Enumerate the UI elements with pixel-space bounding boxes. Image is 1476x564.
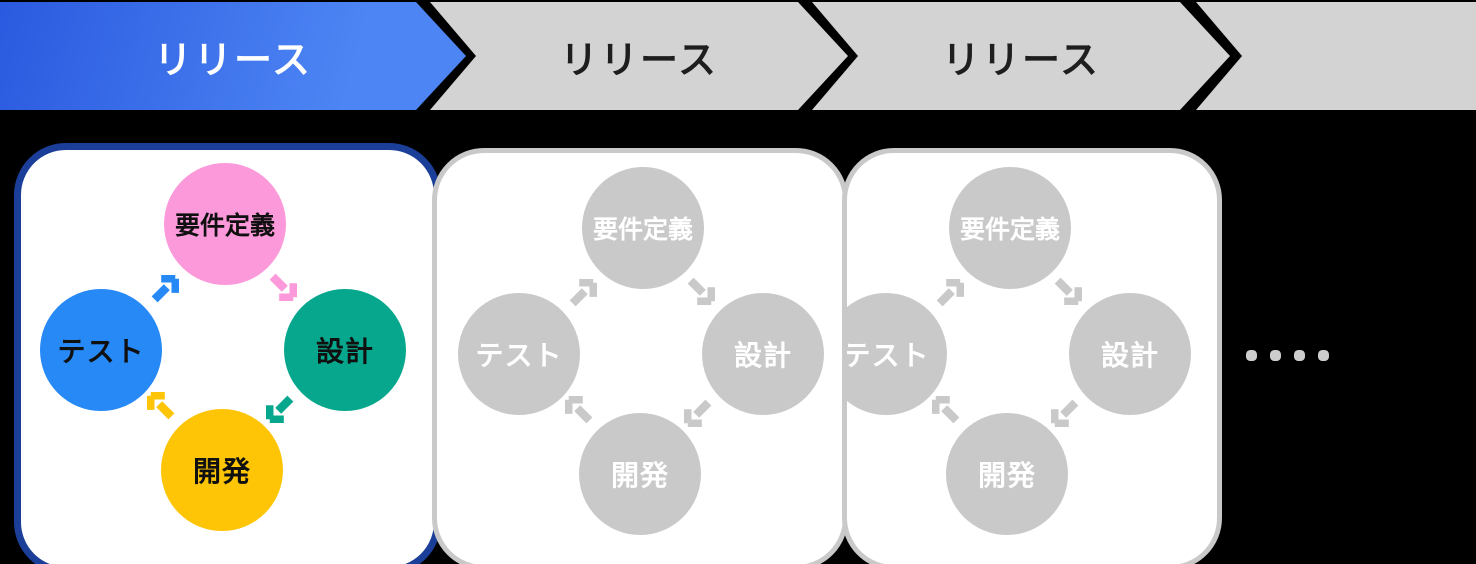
stage-label-design: 設計 [1100, 340, 1159, 371]
dot-icon [1270, 350, 1281, 361]
continuation-dots [1246, 350, 1329, 361]
iteration-box-inactive-2: 要件定義 設計 開発 テスト [842, 148, 1222, 564]
release-banner-1-label: リリース [153, 39, 313, 82]
arrow-requirements-to-design-icon [1054, 277, 1082, 305]
stage-label-requirements: 要件定義 [592, 216, 693, 244]
dot-icon [1294, 350, 1305, 361]
arrow-development-to-test-icon [932, 396, 960, 424]
stage-circle-development: 開発 [946, 413, 1068, 535]
arrow-design-to-development-icon [684, 399, 712, 427]
dev-cycle-active: 要件定義 設計 開発 テスト [21, 150, 427, 558]
stage-label-development: 開発 [610, 460, 669, 491]
arrow-requirements-to-design-icon [687, 277, 715, 305]
stage-circle-requirements: 要件定義 [582, 167, 704, 289]
stage-label-test: テスト [842, 340, 930, 371]
stage-label-development: 開発 [192, 456, 251, 487]
release-banner-4 [1196, 2, 1476, 110]
release-banner-2: リリース [430, 2, 848, 110]
dot-icon [1246, 350, 1257, 361]
iteration-box-inactive-1: 要件定義 設計 開発 テスト [432, 148, 848, 564]
arrow-test-to-requirements-icon [151, 275, 179, 303]
arrow-requirements-to-design-icon [269, 273, 297, 301]
stage-circle-design: 設計 [1069, 293, 1191, 415]
dev-cycle-inactive-2: 要件定義 設計 開発 テスト [842, 153, 1212, 562]
release-banner-2-label: リリース [559, 39, 719, 82]
arrow-test-to-requirements-icon [569, 279, 597, 307]
stage-label-requirements: 要件定義 [959, 216, 1060, 244]
stage-circle-requirements: 要件定義 [949, 167, 1071, 289]
stage-circle-requirements: 要件定義 [164, 163, 286, 285]
stage-circle-development: 開発 [161, 409, 283, 531]
stage-circle-development: 開発 [579, 413, 701, 535]
release-banner-1: リリース [0, 2, 466, 110]
arrow-development-to-test-icon [565, 396, 593, 424]
dot-icon [1318, 350, 1329, 361]
stage-label-design: 設計 [733, 340, 792, 371]
stage-label-development: 開発 [977, 460, 1036, 491]
release-banner-3-label: リリース [941, 39, 1101, 82]
stage-circle-design: 設計 [702, 293, 824, 415]
arrow-test-to-requirements-icon [936, 279, 964, 307]
arrow-design-to-development-icon [1051, 399, 1079, 427]
stage-circle-design: 設計 [284, 289, 406, 411]
stage-circle-test: テスト [842, 293, 947, 415]
arrow-development-to-test-icon [147, 392, 175, 420]
stage-label-test: テスト [475, 340, 563, 371]
dev-cycle-inactive-1: 要件定義 設計 開発 テスト [437, 153, 843, 562]
arrow-design-to-development-icon [266, 395, 294, 423]
release-banner-3: リリース [812, 2, 1230, 110]
stage-label-test: テスト [57, 336, 145, 367]
stage-label-design: 設計 [315, 336, 374, 367]
stage-circle-test: テスト [458, 293, 580, 415]
stage-circle-test: テスト [40, 289, 162, 411]
stage-label-requirements: 要件定義 [174, 212, 275, 240]
iteration-box-active: 要件定義 設計 開発 テスト [14, 143, 441, 564]
